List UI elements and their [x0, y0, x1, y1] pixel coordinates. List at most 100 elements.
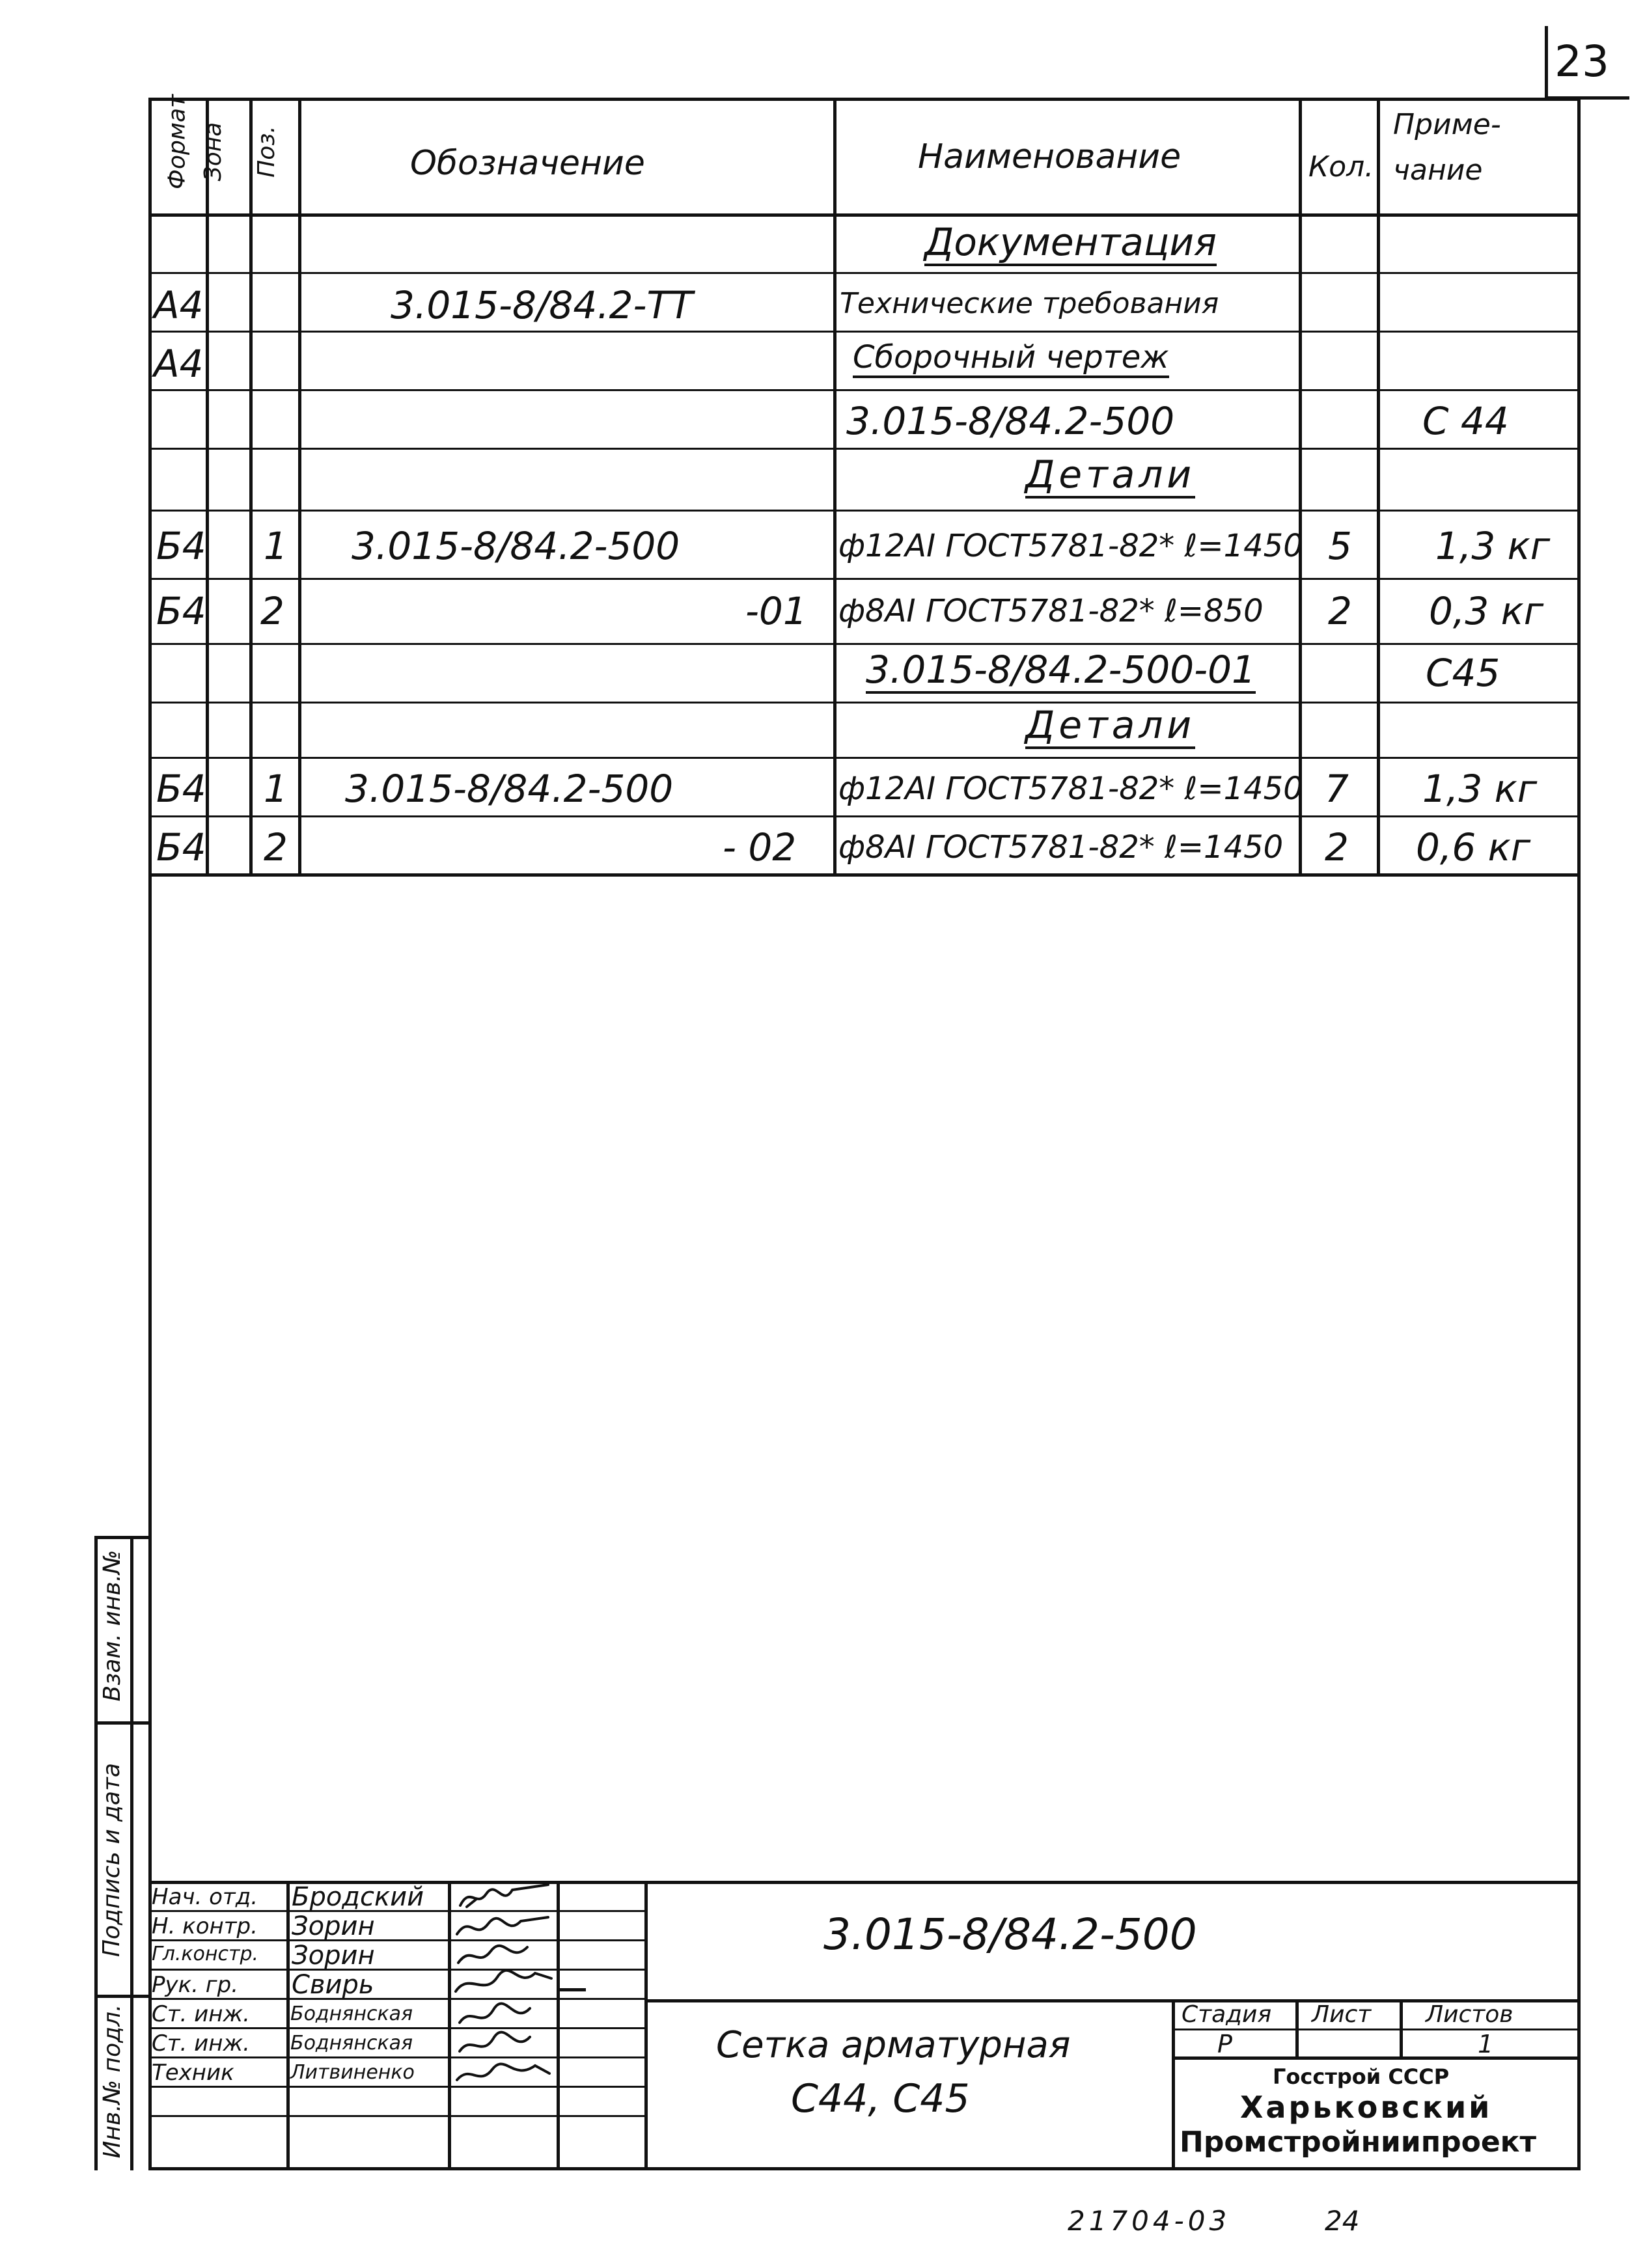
title-block-stage: Р — [1217, 2030, 1232, 2058]
dash-mark — [560, 1988, 586, 1991]
row-line — [148, 578, 1581, 580]
tb-col-date — [644, 1881, 648, 2170]
col-line-pos — [298, 98, 301, 877]
row-3-name: 3.015-8/84.2-500 — [846, 399, 1175, 443]
tb-org-top — [1172, 2056, 1581, 2060]
footer-page: 24 — [1325, 2205, 1360, 2237]
section-details-1: Детали — [1025, 456, 1196, 499]
signer-0-name: Бродский — [292, 1882, 424, 1912]
signer-4-name: Боднянская — [290, 2002, 413, 2025]
col-line-designation — [833, 98, 836, 877]
row-3-note: С 44 — [1422, 399, 1509, 443]
signer-1-role: Н. контр. — [152, 1913, 258, 1939]
row-9-name: ф12АI ГОСТ5781-82* ℓ=1450 — [838, 771, 1303, 807]
title-block-org-line3: Промстройниипроект — [1180, 2125, 1537, 2159]
row-6-note: 0,3 кг — [1429, 589, 1544, 633]
signer-6-name: Литвиненко — [290, 2061, 415, 2084]
header-note-line1: Приме- — [1393, 108, 1501, 141]
signer-2-name: Зорин — [292, 1941, 375, 1971]
tb-col-role — [286, 1881, 290, 2170]
row-line — [148, 757, 1581, 759]
row-line — [148, 643, 1581, 645]
section-details-2: Детали — [1025, 706, 1196, 749]
row-6-designation: -01 — [745, 589, 807, 633]
row-line — [148, 510, 1581, 512]
page-number: 23 — [1555, 36, 1609, 87]
side-stamp-top — [94, 1536, 152, 1539]
row-9-qty: 7 — [1325, 767, 1349, 811]
header-qty: Кол. — [1308, 150, 1374, 184]
side-stamp-sep2 — [94, 1995, 152, 1998]
title-block-stage-label: Стадия — [1182, 2001, 1272, 2028]
title-block-org-line2: Харьковский — [1240, 2090, 1493, 2125]
row-7-name: 3.015-8/84.2-500-01 — [866, 651, 1256, 694]
row-9-designation: 3.015-8/84.2-500 — [345, 767, 674, 811]
signer-5-role: Ст. инж. — [152, 2030, 250, 2056]
footer-code: 21704-03 — [1068, 2205, 1231, 2237]
row-line — [148, 702, 1581, 704]
row-6-format: Б4 — [156, 589, 206, 633]
spec-table-bottom — [148, 873, 1581, 877]
frame-top — [148, 98, 1581, 101]
row-5-format: Б4 — [156, 524, 206, 568]
signer-3-name: Свирь — [292, 1970, 374, 2000]
page-number-divider — [1545, 26, 1548, 98]
page-number-underline — [1545, 96, 1629, 100]
signer-row-line — [148, 1998, 644, 2000]
title-block-sheets-label: Листов — [1426, 2001, 1514, 2028]
side-stamp-inv-orig: Инв.№ подл. — [99, 2004, 126, 2159]
signer-5-name: Боднянская — [290, 2032, 413, 2055]
side-stamp-sign-date: Подпись и дата — [98, 1762, 125, 1958]
handwritten-signatures — [454, 1883, 553, 2081]
row-6-qty: 2 — [1328, 589, 1352, 633]
title-block-org-line1: Госстрой СССР — [1273, 2064, 1450, 2089]
header-note-line2: чание — [1393, 154, 1483, 187]
row-10-note: 0,6 кг — [1416, 825, 1531, 869]
row-10-name: ф8АI ГОСТ5781-82* ℓ=1450 — [838, 829, 1284, 866]
header-designation: Обозначение — [410, 144, 645, 183]
signer-row-line — [148, 1939, 644, 1941]
header-name: Наименование — [918, 137, 1182, 176]
header-pos: Поз. — [253, 126, 280, 178]
side-stamp-replace-inv: Взам. инв.№ — [99, 1550, 126, 1702]
signer-row-line — [148, 1910, 644, 1912]
title-block-doc-code: 3.015-8/84.2-500 — [823, 1909, 1197, 1960]
signer-1-name: Зорин — [292, 1911, 375, 1941]
section-documentation: Документация — [924, 223, 1217, 266]
side-stamp-outer — [94, 1536, 98, 2170]
row-5-note: 1,3 кг — [1435, 524, 1551, 568]
row-9-pos: 1 — [264, 767, 288, 811]
row-line — [148, 448, 1581, 450]
col-line-name — [1299, 98, 1302, 877]
header-zone: Зона — [200, 122, 227, 182]
tb-col-name — [448, 1881, 451, 2170]
frame-right — [1577, 98, 1581, 2170]
row-2-format: А4 — [154, 342, 204, 386]
tb-col-stage-left — [1172, 1999, 1175, 2170]
side-stamp-inner — [130, 1536, 133, 2170]
tb-main-sep — [644, 1999, 1581, 2002]
row-9-note: 1,3 кг — [1422, 767, 1538, 811]
row-10-pos: 2 — [264, 825, 288, 869]
signer-0-role: Нач. отд. — [152, 1884, 258, 1910]
signer-row-line — [148, 2115, 644, 2117]
title-block-sheets: 1 — [1478, 2030, 1494, 2058]
row-6-name: ф8АI ГОСТ5781-82* ℓ=850 — [838, 593, 1264, 629]
title-block-sheet-label: Лист — [1312, 2001, 1372, 2028]
row-9-format: Б4 — [156, 767, 206, 811]
title-block-title-line2: С44, С45 — [791, 2076, 970, 2122]
row-1-format: А4 — [154, 283, 204, 327]
col-line-zone — [249, 98, 253, 877]
signer-row-line — [148, 2027, 644, 2029]
frame-bottom — [148, 2167, 1581, 2170]
signer-row-line — [148, 1969, 644, 1971]
row-5-pos: 1 — [264, 524, 288, 568]
title-block-top — [148, 1881, 1581, 1884]
signer-row-line — [148, 2086, 644, 2088]
side-stamp-sep1 — [94, 1721, 152, 1725]
row-10-designation: - 02 — [723, 825, 797, 869]
header-format: Формат — [163, 94, 191, 190]
header-separator — [148, 213, 1581, 217]
row-line — [148, 272, 1581, 274]
row-line — [148, 331, 1581, 333]
